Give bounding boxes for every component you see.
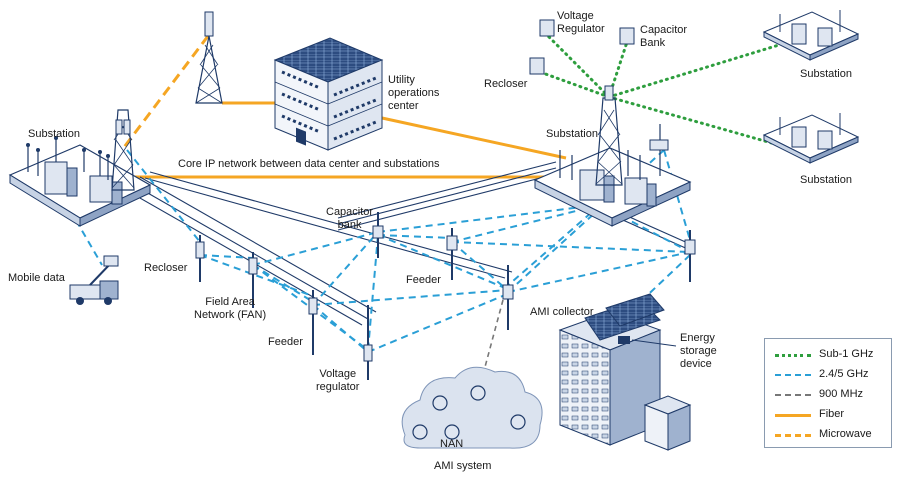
utility-operations-center — [273, 37, 384, 151]
legend: Sub-1 GHz 2.4/5 GHz 900 MHz Fiber Microw… — [764, 338, 892, 448]
substation-center — [533, 85, 692, 227]
label-mobile-data: Mobile data — [8, 272, 65, 284]
legend-item-fiber: Fiber — [775, 407, 887, 423]
label-core-ip: Core IP network between data center and … — [178, 158, 440, 170]
top-devices — [529, 19, 635, 75]
label-feeder-left: Feeder — [268, 336, 303, 348]
label-recloser: Recloser — [144, 262, 188, 274]
energy-storage-pointer — [631, 339, 677, 347]
label-substation-right-bottom: Substation — [800, 174, 852, 186]
ami-cloud — [401, 366, 543, 449]
microwave-link — [120, 35, 210, 151]
legend-item-24ghz: 2.4/5 GHz — [775, 367, 887, 383]
substation-right-bottom — [762, 113, 860, 164]
label-ami-collector: AMI collector — [530, 306, 594, 318]
substation-left — [8, 109, 152, 227]
office-building — [558, 293, 692, 451]
label-ami-system: AMI system — [434, 460, 492, 472]
label-substation-right-top: Substation — [800, 68, 852, 80]
fiber-links — [95, 101, 575, 179]
label-recloser-top: Recloser — [484, 78, 528, 90]
microwave-tower — [195, 11, 223, 104]
label-substation-center: Substation — [546, 128, 598, 140]
substation-right-top — [762, 10, 860, 61]
legend-item-microwave: Microwave — [775, 427, 887, 443]
legend-item-sub1ghz: Sub-1 GHz — [775, 347, 887, 363]
mobile-data-truck — [69, 255, 119, 305]
sub1ghz-links — [538, 34, 781, 147]
label-nan: NAN — [440, 438, 464, 450]
legend-item-900mhz: 900 MHz — [775, 387, 887, 403]
label-substation-left: Substation — [28, 128, 80, 140]
poles — [195, 212, 696, 380]
label-feeder-center: Feeder — [406, 274, 441, 286]
